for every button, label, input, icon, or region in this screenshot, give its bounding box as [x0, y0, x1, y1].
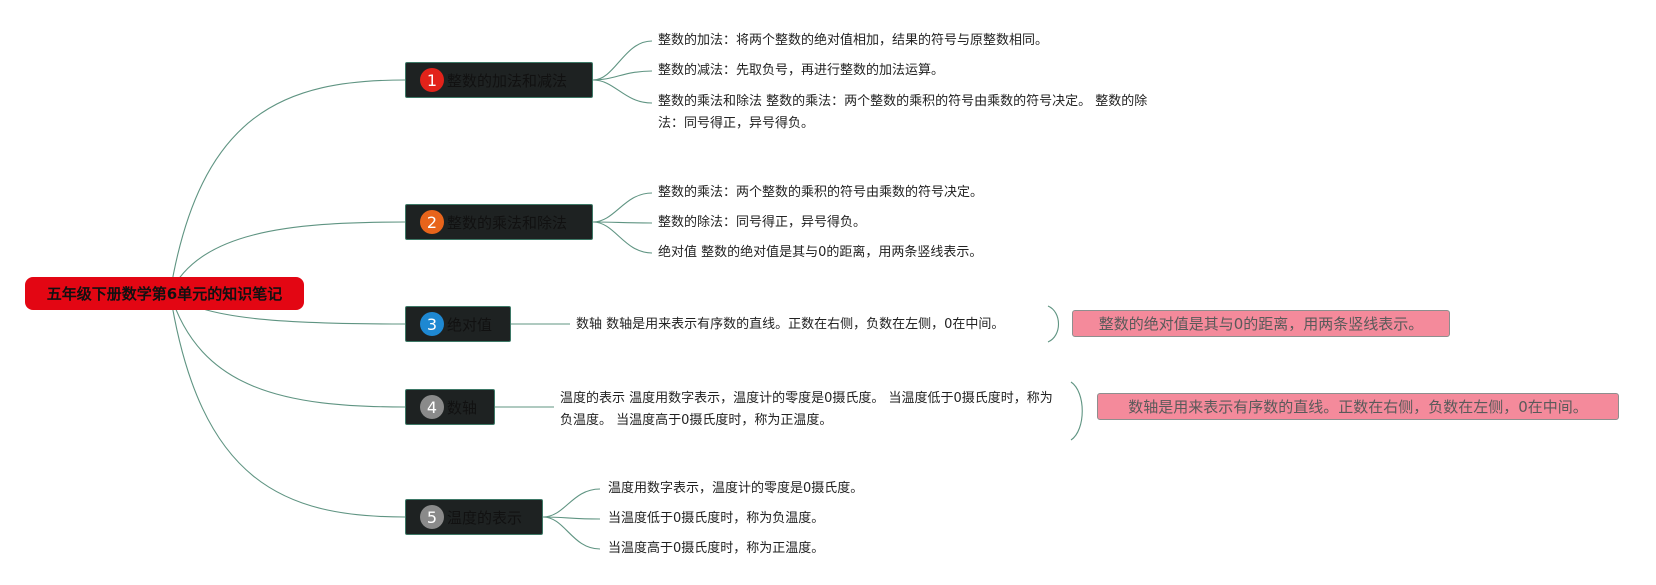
leaf-text: 温度用数字表示，温度计的零度是0摄氏度。 [608, 481, 864, 496]
number-badge-3: 3 [420, 312, 444, 336]
root-connector-1 [169, 79, 406, 294]
root-connector-4 [169, 292, 406, 408]
summary-text: 数轴是用来表示有序数的直线。正数在右侧，负数在左侧，0在中间。 [1128, 398, 1588, 416]
leaf-text: 整数的除法：同号得正，异号得负。 [658, 215, 867, 230]
number-badge-4: 4 [420, 395, 444, 419]
leaf-text: 数轴 数轴是用来表示有序数的直线。正数在右侧，负数在左侧，0在中间。 [576, 317, 1005, 332]
topic-label: 整数的乘法和除法 [447, 213, 568, 232]
topic-label: 温度的表示 [447, 508, 523, 527]
number-badge-5: 5 [420, 505, 444, 529]
topic-label: 整数的加法和减法 [447, 71, 568, 90]
topic-number-line[interactable]: 4 数轴 [405, 389, 495, 425]
leaf-connector-1-1 [592, 40, 653, 81]
leaf-text: 绝对值 整数的绝对值是其与0的距离，用两条竖线表示。 [658, 245, 983, 260]
topic-integer-multiply-divide[interactable]: 2 整数的乘法和除法 [405, 204, 593, 240]
root-connector-2 [169, 221, 406, 294]
root-node[interactable]: 五年级下册数学第6单元的知识笔记 [25, 277, 304, 310]
topic-temperature[interactable]: 5 温度的表示 [405, 499, 543, 535]
number-badge-2: 2 [420, 210, 444, 234]
leaf-text: 整数的减法：先取负号，再进行整数的加法运算。 [658, 63, 945, 78]
number-badge-1: 1 [420, 68, 444, 92]
topic-label: 绝对值 [447, 315, 493, 334]
root-connector-5 [169, 292, 406, 518]
summary-box[interactable]: 整数的绝对值是其与0的距离，用两条竖线表示。 [1072, 310, 1450, 337]
topic-label: 数轴 [447, 398, 478, 417]
topic-integer-add-subtract[interactable]: 1 整数的加法和减法 [405, 62, 593, 98]
topic-absolute-value[interactable]: 3 绝对值 [405, 306, 511, 342]
leaf-connector-2-2 [592, 221, 653, 224]
summary-brace-3 [1047, 305, 1060, 343]
leaf-connector-1-3 [592, 79, 653, 104]
summary-brace-4 [1070, 381, 1083, 441]
leaf-connector-5-1 [542, 488, 601, 518]
leaf-connector-5-3 [542, 516, 601, 550]
leaf-text: 整数的乘法：两个整数的乘积的符号由乘数的符号决定。 [658, 185, 984, 200]
leaf-text: 温度的表示 温度用数字表示，温度计的零度是0摄氏度。 当温度低于0摄氏度时，称为… [560, 391, 1053, 428]
summary-box[interactable]: 数轴是用来表示有序数的直线。正数在右侧，负数在左侧，0在中间。 [1097, 393, 1619, 420]
leaf-text: 当温度高于0摄氏度时，称为正温度。 [608, 541, 825, 556]
leaf-text: 整数的乘法和除法 整数的乘法：两个整数的乘积的符号由乘数的符号决定。 整数的除法… [658, 94, 1148, 131]
leaf-text: 当温度低于0摄氏度时，称为负温度。 [608, 511, 825, 526]
leaf-connector-2-1 [592, 192, 653, 223]
root-label: 五年级下册数学第6单元的知识笔记 [46, 285, 283, 303]
leaf-connector-2-3 [592, 221, 653, 254]
leaf-text: 整数的加法：将两个整数的绝对值相加，结果的符号与原整数相同。 [658, 33, 1049, 48]
leaf-connector-1-2 [592, 70, 653, 81]
summary-text: 整数的绝对值是其与0的距离，用两条竖线表示。 [1098, 315, 1424, 333]
